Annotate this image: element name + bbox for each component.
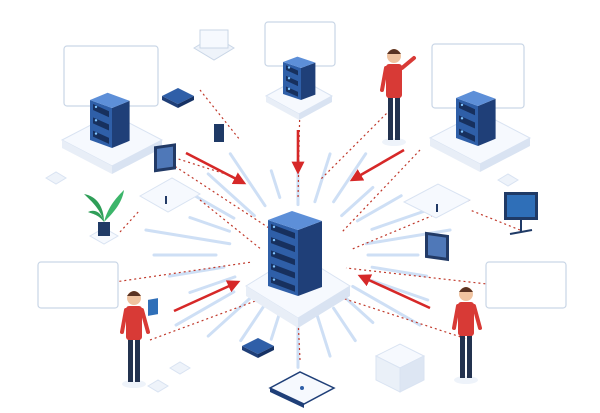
arrow-icon	[185, 151, 247, 185]
usb-icon	[214, 124, 224, 142]
server-led	[272, 252, 276, 255]
server-led	[287, 87, 291, 91]
arrow-icon	[357, 274, 431, 310]
server-led	[460, 103, 464, 107]
server-led	[287, 77, 291, 80]
radiating-rays	[144, 152, 452, 369]
person-icon	[452, 287, 482, 384]
ray	[206, 172, 256, 218]
ray	[370, 208, 430, 231]
dotted-line	[59, 261, 253, 291]
server-slot	[271, 223, 295, 239]
servers	[90, 56, 496, 296]
ray	[340, 185, 375, 218]
server-led	[287, 66, 291, 69]
server-slot	[271, 263, 295, 279]
envelope-icon	[193, 29, 235, 61]
ray	[269, 169, 282, 199]
ray	[370, 265, 429, 278]
tablet-icon	[148, 298, 158, 316]
server-led	[272, 238, 276, 242]
server-led	[272, 225, 276, 229]
server-led	[460, 117, 464, 120]
ray	[239, 298, 270, 343]
server-slot	[271, 237, 295, 253]
server-led	[94, 105, 98, 109]
ray	[355, 194, 403, 223]
monitor-icon	[402, 183, 472, 262]
ray	[144, 228, 232, 246]
empty-panel-icon	[37, 21, 567, 309]
server-slot	[271, 250, 295, 266]
ray	[332, 306, 357, 343]
arrows	[173, 130, 431, 313]
plant-icon	[84, 190, 124, 245]
dotted-line	[469, 209, 521, 231]
cube-icon	[374, 343, 426, 393]
monitor-icon	[138, 143, 202, 213]
ray	[193, 194, 236, 220]
ray	[188, 216, 232, 233]
server-led	[272, 265, 276, 268]
ray	[174, 290, 236, 327]
switch-icon	[268, 371, 336, 408]
ray	[206, 296, 253, 338]
dotted-line	[149, 299, 259, 341]
dotted-line	[319, 109, 391, 181]
server-led	[272, 278, 276, 281]
ray	[228, 152, 267, 208]
ray	[188, 275, 237, 294]
arrow-icon	[173, 280, 241, 313]
dotted-line	[199, 199, 263, 251]
dotted-line	[341, 297, 471, 341]
dotted-line	[199, 89, 241, 141]
tile-icon	[45, 171, 519, 393]
person-icon	[380, 49, 416, 146]
dotted-line	[341, 149, 421, 233]
person-icon	[120, 291, 150, 388]
display-icon	[504, 192, 538, 235]
ray	[167, 265, 226, 278]
server-icon	[268, 211, 322, 296]
server-icon	[90, 92, 130, 148]
ray	[343, 296, 375, 325]
router-icon	[242, 338, 274, 358]
ray	[269, 311, 282, 341]
arrow-icon	[349, 148, 405, 182]
server-led	[460, 130, 464, 133]
server-icon	[456, 90, 496, 146]
ray	[332, 152, 368, 204]
ray	[364, 228, 452, 246]
people	[120, 49, 482, 388]
dotted-line	[149, 149, 273, 231]
server-slot	[271, 276, 295, 292]
ray	[351, 284, 422, 327]
server-icon	[283, 56, 316, 100]
server-led	[94, 132, 98, 135]
router-icon	[162, 88, 194, 108]
ray	[370, 279, 430, 302]
server-led	[94, 119, 98, 122]
dotted-line	[119, 209, 141, 233]
